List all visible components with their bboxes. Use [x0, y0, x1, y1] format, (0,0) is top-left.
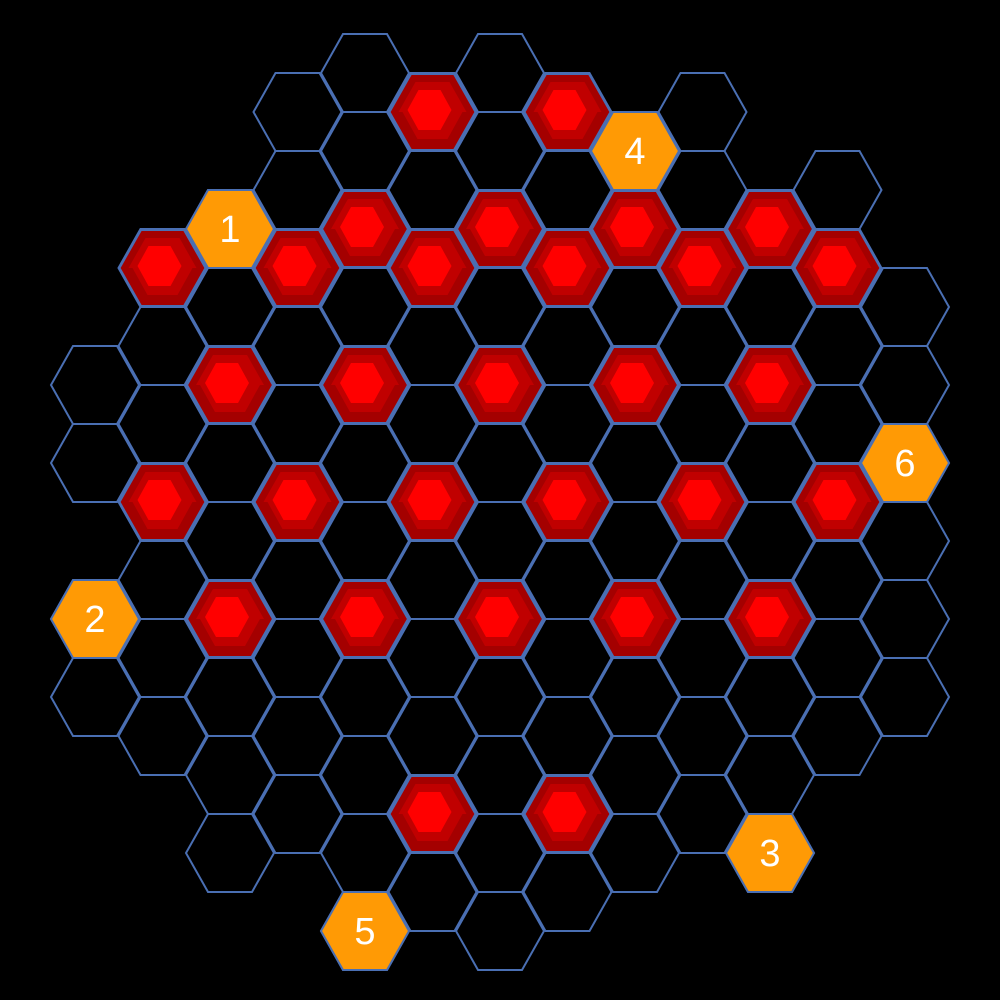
number-tile-hex: [589, 111, 681, 191]
red-gem[interactable]: [320, 190, 410, 268]
gem-core: [407, 480, 452, 520]
gem-core: [475, 207, 519, 247]
number-tile-hex: [724, 813, 816, 893]
red-gem[interactable]: [725, 346, 815, 424]
number-tile-6[interactable]: 6: [859, 423, 951, 503]
gem-core: [610, 207, 654, 247]
label-layer: 1 2 3 4 5 6: [49, 111, 951, 971]
red-gem[interactable]: [118, 463, 207, 541]
number-tile-label: 1: [219, 209, 240, 251]
gem-core: [407, 246, 452, 286]
number-tile-hex: [859, 423, 951, 503]
red-gem[interactable]: [793, 229, 882, 307]
gem-core: [340, 207, 384, 247]
hex-cell[interactable]: [454, 891, 546, 971]
hex-cell[interactable]: [252, 774, 343, 854]
red-gem[interactable]: [455, 580, 545, 658]
red-gem[interactable]: [590, 190, 680, 268]
gem-core: [745, 207, 789, 247]
red-gem[interactable]: [523, 463, 612, 541]
number-tile-1[interactable]: 1: [184, 189, 276, 269]
gem-core: [745, 597, 789, 637]
hex-cell[interactable]: [184, 813, 276, 893]
red-gem[interactable]: [455, 346, 545, 424]
red-gem[interactable]: [388, 775, 477, 853]
red-gem[interactable]: [185, 580, 275, 658]
red-gem[interactable]: [388, 463, 477, 541]
gem-core: [610, 597, 654, 637]
red-gem[interactable]: [320, 346, 410, 424]
gem-core: [407, 90, 452, 130]
number-tile-label: 5: [354, 911, 375, 953]
gem-core: [542, 480, 587, 520]
gem-core: [205, 363, 249, 403]
red-gem[interactable]: [658, 229, 747, 307]
gem-core: [137, 480, 182, 520]
number-tile-label: 2: [84, 599, 105, 641]
red-gem[interactable]: [185, 346, 275, 424]
red-gem[interactable]: [523, 73, 612, 151]
gem-core: [745, 363, 789, 403]
number-tile-label: 3: [759, 833, 780, 875]
gem-core: [542, 792, 587, 832]
red-gem[interactable]: [320, 580, 410, 658]
gem-core: [677, 480, 722, 520]
hex-cell[interactable]: [657, 774, 748, 854]
gem-core: [610, 363, 654, 403]
hex-cell[interactable]: [792, 696, 883, 776]
red-gem[interactable]: [118, 229, 207, 307]
number-tile-5[interactable]: 5: [319, 891, 411, 971]
number-tile-2[interactable]: 2: [49, 579, 141, 659]
gem-core: [272, 246, 317, 286]
red-gem[interactable]: [658, 463, 747, 541]
red-gem[interactable]: [388, 229, 477, 307]
gem-core: [475, 363, 519, 403]
red-gem[interactable]: [253, 463, 342, 541]
red-gem[interactable]: [725, 190, 815, 268]
red-gem[interactable]: [725, 580, 815, 658]
red-gem[interactable]: [793, 463, 882, 541]
number-tile-4[interactable]: 4: [589, 111, 681, 191]
number-tile-label: 4: [624, 131, 645, 173]
hex-cell[interactable]: [589, 813, 681, 893]
number-tile-hex: [184, 189, 276, 269]
gem-core: [677, 246, 722, 286]
gem-core: [542, 246, 587, 286]
red-gem[interactable]: [455, 190, 545, 268]
gem-core: [542, 90, 587, 130]
number-tile-hex: [49, 579, 141, 659]
red-gem[interactable]: [523, 229, 612, 307]
number-tile-3[interactable]: 3: [724, 813, 816, 893]
gem-core: [407, 792, 452, 832]
red-gem[interactable]: [253, 229, 342, 307]
red-gem[interactable]: [388, 73, 477, 151]
red-gem[interactable]: [590, 346, 680, 424]
number-tile-hex: [319, 891, 411, 971]
gem-core: [812, 480, 857, 520]
gem-core: [812, 246, 857, 286]
gem-core: [272, 480, 317, 520]
gem-core: [340, 363, 384, 403]
gem-core: [340, 597, 384, 637]
red-gem[interactable]: [590, 580, 680, 658]
gem-core: [475, 597, 519, 637]
hex-cell[interactable]: [117, 696, 208, 776]
gem-core: [137, 246, 182, 286]
gem-core: [205, 597, 249, 637]
hex-cell[interactable]: [49, 423, 141, 503]
red-gem[interactable]: [523, 775, 612, 853]
number-tile-label: 6: [894, 443, 915, 485]
hex-cell[interactable]: [859, 657, 951, 737]
